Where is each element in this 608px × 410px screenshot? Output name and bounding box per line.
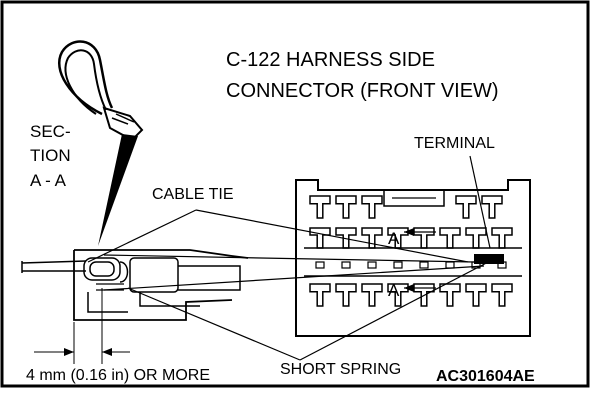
short-spring-leader-right (299, 257, 497, 361)
dimension-label: 4 mm (0.16 in) OR MORE (26, 367, 210, 384)
terminal-latch (341, 261, 351, 269)
section-marker-bottom: A (388, 281, 436, 300)
terminal-cavity (439, 283, 461, 307)
cable-tie-leader (87, 209, 197, 263)
short-spring-highlight (474, 254, 504, 264)
title-line-1: C-122 HARNESS SIDE (226, 49, 435, 71)
figure-frame (0, 0, 590, 388)
terminal-cavity (413, 283, 435, 307)
cable-tie-illustration (58, 40, 144, 246)
terminal-latch (419, 261, 429, 269)
terminal-latch (367, 261, 377, 269)
section-leader-bottom (103, 265, 485, 291)
terminal-cavity (335, 227, 357, 249)
dimension-marker (34, 288, 130, 364)
terminal-latch (445, 261, 455, 269)
terminal-cavity (361, 227, 383, 249)
terminal-cavity (335, 283, 357, 307)
terminal-row-middle (309, 227, 513, 249)
terminal-latch (393, 261, 403, 269)
section-label-line-3: A - A (30, 171, 67, 190)
terminal-cavity (465, 227, 487, 249)
terminal-cavity (413, 227, 435, 249)
terminal-cavity (309, 195, 331, 219)
terminal-cavity (455, 195, 477, 219)
section-leader-top (103, 254, 475, 263)
section-label-line-2: TION (30, 146, 71, 165)
svg-text:A: A (388, 281, 400, 300)
terminal-latch-row (315, 261, 507, 269)
terminal-cavity (481, 195, 503, 219)
terminal-latch (315, 261, 325, 269)
terminal-cavity (335, 195, 357, 219)
terminal-cavity (465, 283, 487, 307)
figure-id: AC301604AE (436, 368, 535, 385)
terminal-cavity (387, 227, 409, 249)
terminal-cavity (491, 283, 513, 307)
section-label-line-1: SEC- (30, 122, 71, 141)
cable-tie-leader-to-connector (195, 209, 469, 263)
short-spring-leader-left (127, 287, 301, 361)
section-marker-top: A (388, 228, 436, 248)
terminal-cavity (309, 227, 331, 249)
title-line-2: CONNECTOR (FRONT VIEW) (226, 80, 499, 102)
terminal-leader (469, 155, 491, 249)
terminal-cavity (361, 283, 383, 307)
svg-text:A: A (388, 229, 400, 248)
terminal-cavity (361, 195, 383, 219)
terminal-label: TERMINAL (414, 135, 495, 152)
terminal-cavity (309, 283, 331, 307)
terminal-cavity (439, 227, 461, 249)
section-view (21, 249, 249, 321)
terminal-row-top (309, 195, 503, 219)
connector-front-view (295, 179, 531, 337)
short-spring-label: SHORT SPRING (280, 361, 401, 378)
terminal-cavity (491, 227, 513, 249)
cable-tie-label: CABLE TIE (152, 186, 234, 203)
